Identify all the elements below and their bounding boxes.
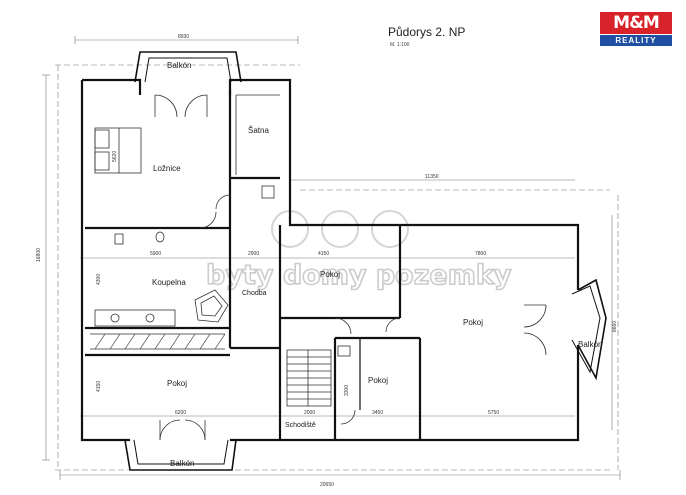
dim-koupelna-width: 5900	[150, 251, 161, 257]
logo-top-text: M&M	[600, 12, 672, 34]
dim-stair-height: 3300	[344, 385, 350, 396]
dim-bottom-left: 6200	[175, 410, 186, 416]
dim-right-height: 8660	[612, 321, 618, 332]
label-balkon-right: Balkón	[578, 340, 602, 349]
dim-bottom-width: 20650	[320, 482, 334, 488]
label-balkon-bottom: Balkón	[170, 459, 194, 468]
watermark-text: byty domy pozemky	[206, 260, 512, 291]
dim-loznice-height: 5620	[112, 151, 118, 162]
dim-koupelna-height: 4300	[96, 274, 102, 285]
label-loznice: Ložnice	[153, 164, 181, 173]
label-pokoj-small: Pokoj	[320, 270, 340, 279]
dim-chodba-width: 2900	[248, 251, 259, 257]
dim-mid-width: 11350	[425, 174, 439, 180]
walls	[80, 51, 607, 471]
label-balkon-top: Balkón	[167, 61, 191, 70]
dim-top-width: 8930	[178, 34, 189, 40]
label-chodba: Chodba	[242, 290, 267, 297]
label-schodiste: Schodiště	[285, 422, 316, 429]
mm-reality-logo: M&M REALITY	[600, 12, 672, 47]
plan-scale: M. 1:100	[390, 42, 410, 48]
room-labels: Balkón Šatna Ložnice Koupelna Chodba Pok…	[152, 61, 602, 468]
label-satna: Šatna	[248, 126, 269, 135]
dim-pokoj-right-width: 7800	[475, 251, 486, 257]
label-koupelna: Koupelna	[152, 278, 186, 287]
watermark: byty domy pozemky	[205, 210, 513, 292]
dimension-labels: 8930 11350 20650 16800 8660 5900 2900 41…	[36, 34, 618, 488]
plan-title: Půdorys 2. NP	[388, 25, 466, 39]
fixtures	[90, 94, 547, 441]
dim-bottom-right: 5750	[488, 410, 499, 416]
dimension-lines	[42, 36, 621, 480]
label-pokoj-left: Pokoj	[167, 379, 187, 388]
hatch	[94, 333, 226, 350]
logo-bottom-text: REALITY	[600, 35, 672, 46]
dim-left-height: 16800	[36, 248, 42, 262]
label-pokoj-right: Pokoj	[463, 318, 483, 327]
dim-bottom-pokoj: 3450	[372, 410, 383, 416]
dim-pokoj-width: 4150	[318, 251, 329, 257]
label-pokoj-center: Pokoj	[368, 376, 388, 385]
dim-bottom-stair: 2000	[304, 410, 315, 416]
dim-pokoj-left-height: 4150	[96, 381, 102, 392]
